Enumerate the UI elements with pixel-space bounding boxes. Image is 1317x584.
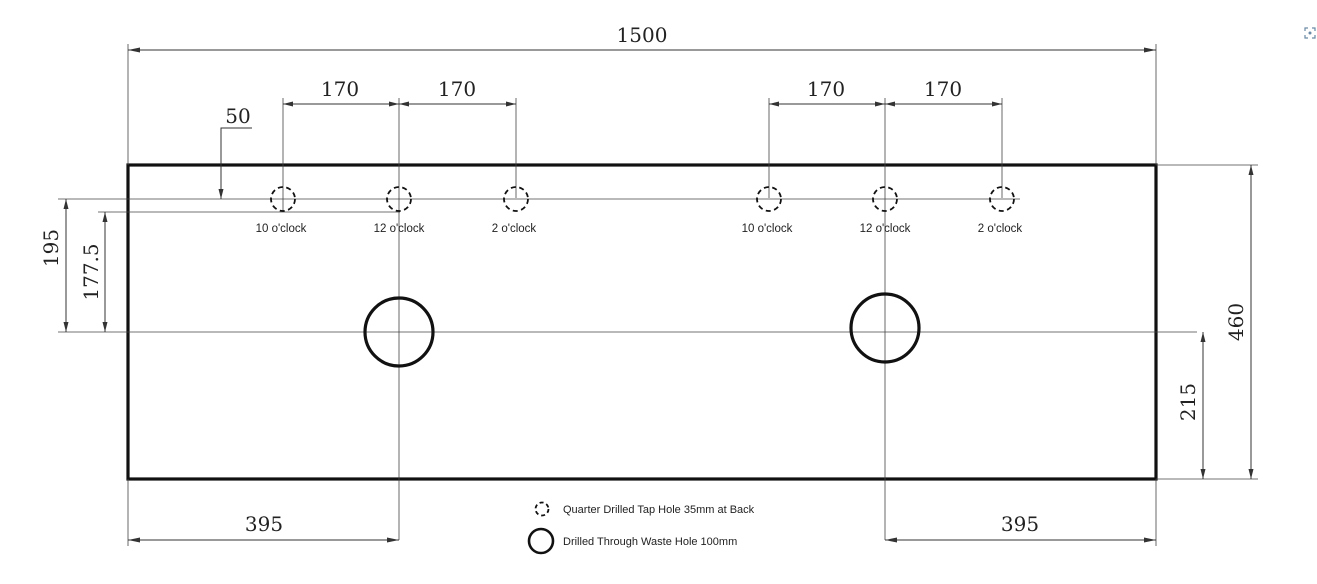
- dim-depth-195-text: 195: [39, 229, 63, 267]
- tap-hole-left-12: [386, 186, 412, 212]
- tap-label: 12 o'clock: [374, 223, 425, 235]
- dim-front-215-text: 215: [1176, 383, 1200, 421]
- dim-front-215: 215: [1176, 332, 1206, 479]
- dim-overall-depth: 460: [1156, 164, 1258, 480]
- dim-left-395-text: 395: [245, 512, 283, 536]
- dim-right-395: 395: [885, 479, 1157, 546]
- fit-screen-icon-glyph: [1304, 27, 1316, 39]
- dim-tap-offset-text: 50: [225, 104, 250, 128]
- dim-depth-177-text: 177.5: [79, 243, 103, 300]
- dim-overall-length: 1500: [127, 23, 1157, 165]
- legend-tap-hole-icon: [534, 501, 550, 517]
- dim-overall-depth-text: 460: [1224, 303, 1248, 341]
- tap-label: 2 o'clock: [978, 223, 1023, 235]
- dim-tap-spacing-right-a-text: 170: [807, 77, 845, 101]
- tap-label: 10 o'clock: [742, 223, 793, 235]
- waste-hole-right: [849, 292, 921, 364]
- fit-screen-icon[interactable]: [1303, 27, 1317, 41]
- dim-tap-spacing-left-b-text: 170: [438, 77, 476, 101]
- dim-tap-offset: 50: [218, 104, 252, 199]
- tap-hole-left-10: [270, 186, 296, 212]
- tap-label: 12 o'clock: [860, 223, 911, 235]
- tap-hole-right-2: [989, 186, 1015, 212]
- dim-left-395: 395: [127, 479, 399, 546]
- slab-outline: [126, 163, 1158, 481]
- dim-tap-spacing-right-b-text: 170: [924, 77, 962, 101]
- tap-hole-left-2: [503, 186, 529, 212]
- dim-tap-spacing-right: 170 170: [768, 77, 1003, 540]
- dim-depth-177: 177.5: [79, 212, 108, 332]
- legend-waste-hole-text: Drilled Through Waste Hole 100mm: [563, 536, 737, 548]
- dim-right-395-text: 395: [1001, 512, 1039, 536]
- tap-label: 2 o'clock: [492, 223, 537, 235]
- legend-waste-hole-icon: [527, 527, 555, 555]
- tap-hole-right-10: [756, 186, 782, 212]
- dim-overall-length-text: 1500: [617, 23, 668, 47]
- tap-hole-right-12: [872, 186, 898, 212]
- dim-tap-spacing-left: 170 170: [282, 77, 517, 540]
- tap-label: 10 o'clock: [256, 223, 307, 235]
- waste-hole-left: [363, 296, 435, 368]
- legend-tap-hole-text: Quarter Drilled Tap Hole 35mm at Back: [563, 504, 755, 516]
- legend: Quarter Drilled Tap Hole 35mm at Back Dr…: [527, 501, 755, 555]
- dim-depth-195: 195: [39, 199, 69, 332]
- dim-tap-spacing-left-a-text: 170: [321, 77, 359, 101]
